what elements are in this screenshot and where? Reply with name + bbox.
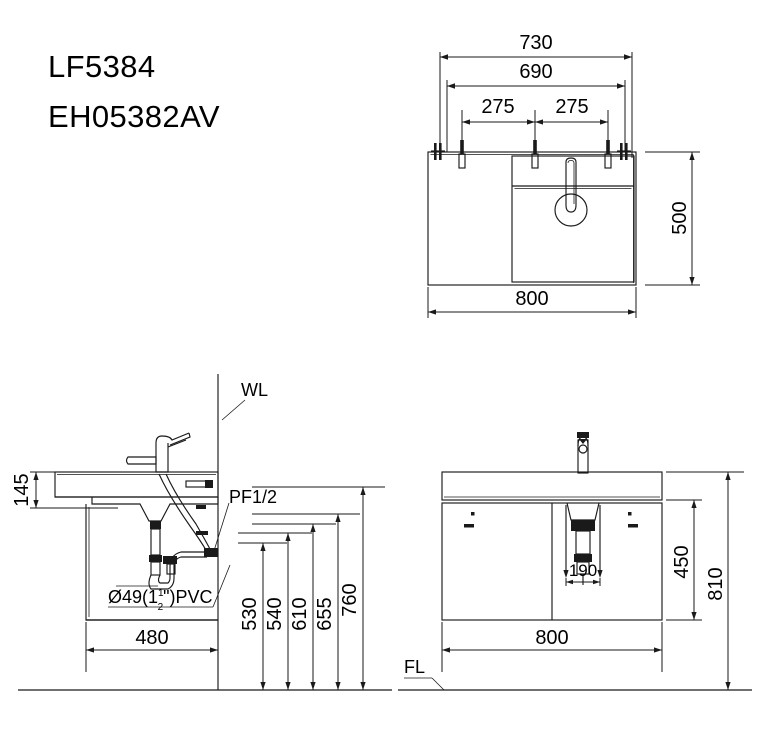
dim-760: 760 — [252, 486, 385, 690]
dim-450: 450 — [666, 499, 702, 621]
side-counter-slab — [54, 471, 219, 498]
side-drain-tailpiece — [149, 521, 162, 576]
dim-810-label: 810 — [705, 567, 727, 600]
dim-655-label: 655 — [314, 597, 336, 630]
plan-anchor-bolt — [604, 124, 612, 169]
side-faucet — [125, 432, 191, 473]
dim-540: 540 — [238, 532, 312, 690]
side-view-group: WL — [11, 374, 392, 691]
front-door-markers — [464, 512, 638, 528]
dim-145: 145 — [11, 471, 118, 509]
dim-800-plan-label: 800 — [515, 288, 548, 310]
dim-500: 500 — [645, 151, 700, 286]
dim-610: 610 — [252, 523, 336, 690]
plan-anchor-bolt — [458, 124, 466, 169]
wl-text: WL — [241, 380, 268, 400]
dim-530-label: 530 — [239, 597, 261, 630]
water-line-label: WL — [221, 380, 268, 421]
dim-800-front-label: 800 — [535, 627, 568, 649]
dim-800-front: 800 — [441, 622, 663, 672]
front-drain-assembly — [563, 502, 603, 585]
dim-145-label: 145 — [11, 473, 33, 506]
dim-730-label: 730 — [519, 32, 552, 54]
plan-cabinet-body — [427, 151, 637, 286]
model-code-secondary: EH05382AV — [48, 99, 220, 134]
dim-275-right-label: 275 — [555, 96, 588, 118]
front-counter-slab — [441, 471, 663, 501]
plan-mounting-hardware — [431, 124, 631, 169]
floor-level-label: FL — [404, 657, 445, 691]
plan-faucet — [554, 157, 588, 227]
dim-540-label: 540 — [264, 597, 286, 630]
dim-190: 190 — [565, 561, 601, 586]
dim-480: 480 — [85, 622, 219, 672]
dim-450-label: 450 — [671, 545, 693, 578]
side-p-trap — [148, 551, 207, 590]
front-faucet — [577, 432, 589, 474]
dim-190-label: 190 — [569, 561, 597, 580]
dim-690: 690 — [446, 61, 626, 152]
dim-810: 810 — [666, 471, 744, 691]
plan-anchor-bolt — [531, 124, 539, 169]
dim-690-label: 690 — [519, 61, 552, 83]
pf-text: PF1/2 — [229, 487, 277, 507]
title-block: LF5384 EH05382AV — [48, 49, 220, 134]
dim-275-left-label: 275 — [481, 96, 514, 118]
model-code-primary: LF5384 — [48, 49, 156, 84]
front-cabinet-body — [441, 502, 663, 621]
side-supply-lines — [158, 473, 218, 557]
dim-730: 730 — [439, 32, 633, 158]
dim-800-plan: 800 — [427, 287, 637, 318]
dim-480-label: 480 — [135, 627, 168, 649]
side-basin-bowl — [55, 496, 219, 522]
dim-500-label: 500 — [669, 201, 691, 234]
plan-view-group: 730 690 275 275 — [427, 32, 700, 318]
supply-thread-label: PF1/2 — [212, 487, 277, 555]
dim-610-label: 610 — [289, 597, 311, 630]
dim-275-left: 275 — [461, 96, 536, 148]
side-cabinet-body — [85, 504, 218, 621]
plan-basin — [511, 155, 635, 283]
dim-530: 530 — [238, 542, 287, 690]
dim-655: 655 — [252, 513, 360, 690]
dim-275-right: 275 — [535, 96, 609, 148]
fl-text: FL — [404, 657, 425, 677]
front-view-group: 190 450 810 800 — [398, 432, 752, 691]
dim-760-label: 760 — [339, 583, 361, 616]
